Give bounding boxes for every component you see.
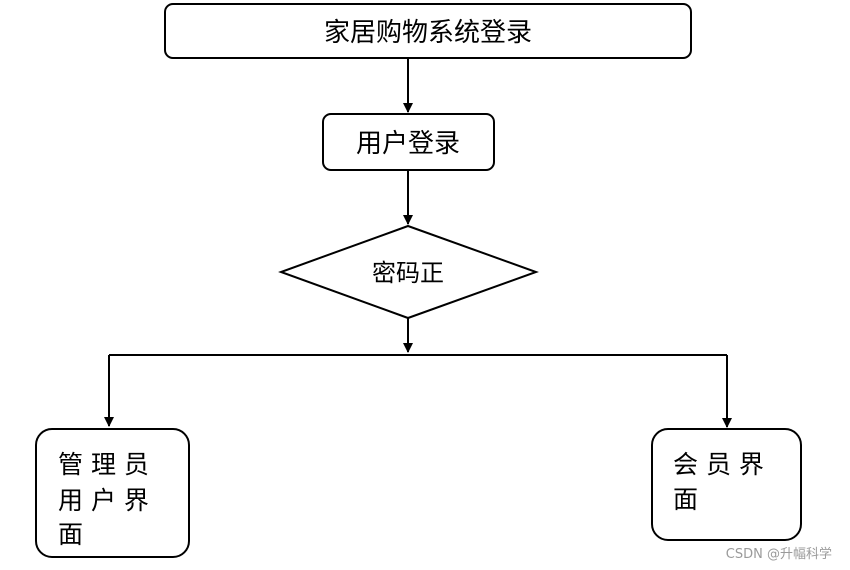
node-member-ui-line1: 会 员 界 [673,450,764,479]
node-member-ui-line2: 面 [673,485,698,514]
node-user-login-label: 用户登录 [356,129,460,159]
watermark: CSDN @升幅科学 [725,547,832,562]
node-user-login: 用户登录 [322,113,495,171]
node-password-check-label: 密码正 [372,259,444,287]
node-admin-ui: 管 理 员 用 户 界 面 [35,428,190,558]
node-admin-ui-line2: 用 户 界 [58,486,149,515]
node-system-login-label: 家居购物系统登录 [324,18,532,48]
node-member-ui: 会 员 界 面 [651,428,802,541]
node-password-check: 密码正 [278,224,539,320]
node-admin-ui-line1: 管 理 员 [58,450,149,479]
node-admin-ui-line3: 面 [58,520,83,549]
node-system-login: 家居购物系统登录 [164,3,692,59]
